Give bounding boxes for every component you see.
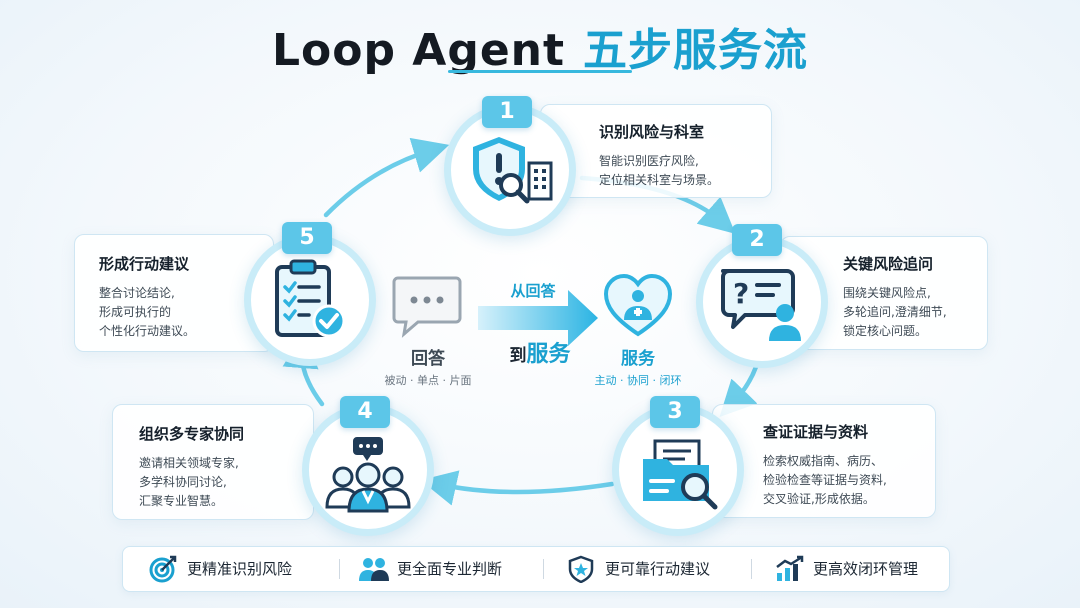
- step-4-badge: 4: [340, 396, 390, 428]
- page-title: Loop Agent 五步服务流: [0, 14, 1080, 78]
- step-3-badge: 3: [650, 396, 700, 428]
- step-5-desc: 整合讨论结论,形成可执行的个性化行动建议。: [99, 286, 196, 338]
- benefit-4: 更高效闭环管理: [775, 547, 945, 591]
- chat-bubble-icon: [392, 276, 462, 338]
- benefits-bar: 更精准识别风险 更全面专业判断 更可靠行动建议 更高效闭环管理: [122, 546, 950, 592]
- step-1-card: 识别风险与科室 智能识别医疗风险,定位相关科室与场景。: [540, 104, 772, 198]
- from-label: 回答: [388, 344, 468, 369]
- benefit-separator: [751, 559, 752, 579]
- step-2-node: ?: [696, 236, 828, 368]
- benefit-separator: [339, 559, 340, 579]
- step-1-badge: 1: [482, 96, 532, 128]
- step-3-node: [612, 404, 744, 536]
- shield-alert-hospital-icon: [473, 137, 553, 204]
- question-chat-person-icon: ?: [721, 269, 801, 341]
- heart-medical-icon: [604, 274, 672, 337]
- benefit-1: 更精准识别风险: [149, 547, 329, 591]
- title-underline: [448, 70, 632, 73]
- arrow-bottom-text: 到服务: [492, 336, 588, 368]
- step-5-badge: 5: [282, 222, 332, 254]
- step-2-desc: 围绕关键风险点,多轮追问,澄清细节,锁定核心问题。: [843, 286, 947, 338]
- step-5-title: 形成行动建议: [99, 255, 190, 273]
- step-1-title: 识别风险与科室: [599, 123, 705, 141]
- arrow-3-to-4: [420, 470, 615, 506]
- step-5-card: 形成行动建议 整合讨论结论,形成可执行的个性化行动建议。: [74, 234, 274, 352]
- arrow-bottom-a: 到: [509, 346, 527, 366]
- step-4-desc: 邀请相关领域专家,多学科协同讨论,汇聚专业智慧。: [139, 456, 239, 508]
- step-4-title: 组织多专家协同: [139, 425, 245, 443]
- folder-search-icon: [643, 439, 718, 510]
- from-title: 回答: [411, 349, 445, 369]
- to-label: 服务: [600, 344, 676, 369]
- step-1-desc: 智能识别医疗风险,定位相关科室与场景。: [599, 154, 720, 187]
- clipboard-check-icon: [275, 259, 346, 338]
- arrow-top-text: 从回答: [510, 282, 556, 300]
- doctors-team-icon: [325, 437, 411, 513]
- target-icon: [149, 555, 177, 583]
- step-3-desc: 检索权威指南、病历、检验检查等证据与资料,交叉验证,形成依据。: [763, 454, 887, 506]
- from-subtitle: 被动 · 单点 · 片面: [384, 374, 472, 387]
- step-4-card: 组织多专家协同 邀请相关领域专家,多学科协同讨论,汇聚专业智慧。: [112, 404, 314, 520]
- step-3-card: 查证证据与资料 检索权威指南、病历、检验检查等证据与资料,交叉验证,形成依据。: [712, 404, 936, 518]
- people-icon: [359, 558, 389, 581]
- benefit-2: 更全面专业判断: [359, 547, 539, 591]
- step-3-title: 查证证据与资料: [763, 423, 869, 441]
- step-1-node: [444, 104, 576, 236]
- benefit-separator: [543, 559, 544, 579]
- title-chinese: 五步服务流: [583, 25, 809, 76]
- arrow-bottom-b: 服务: [526, 342, 571, 367]
- title-english: Loop Agent: [271, 25, 566, 76]
- to-title: 服务: [621, 349, 655, 369]
- growth-chart-icon: [776, 555, 804, 581]
- svg-text:?: ?: [733, 277, 749, 310]
- benefit-3: 更可靠行动建议: [567, 547, 747, 591]
- shield-star-icon: [568, 555, 594, 583]
- step-2-title: 关键风险追问: [843, 255, 934, 273]
- step-2-badge: 2: [732, 224, 782, 256]
- to-subtitle: 主动 · 协同 · 闭环: [594, 374, 682, 387]
- center-arrow: [478, 290, 598, 346]
- step-5-node: [244, 234, 376, 366]
- arrow-5-to-1: [323, 137, 450, 218]
